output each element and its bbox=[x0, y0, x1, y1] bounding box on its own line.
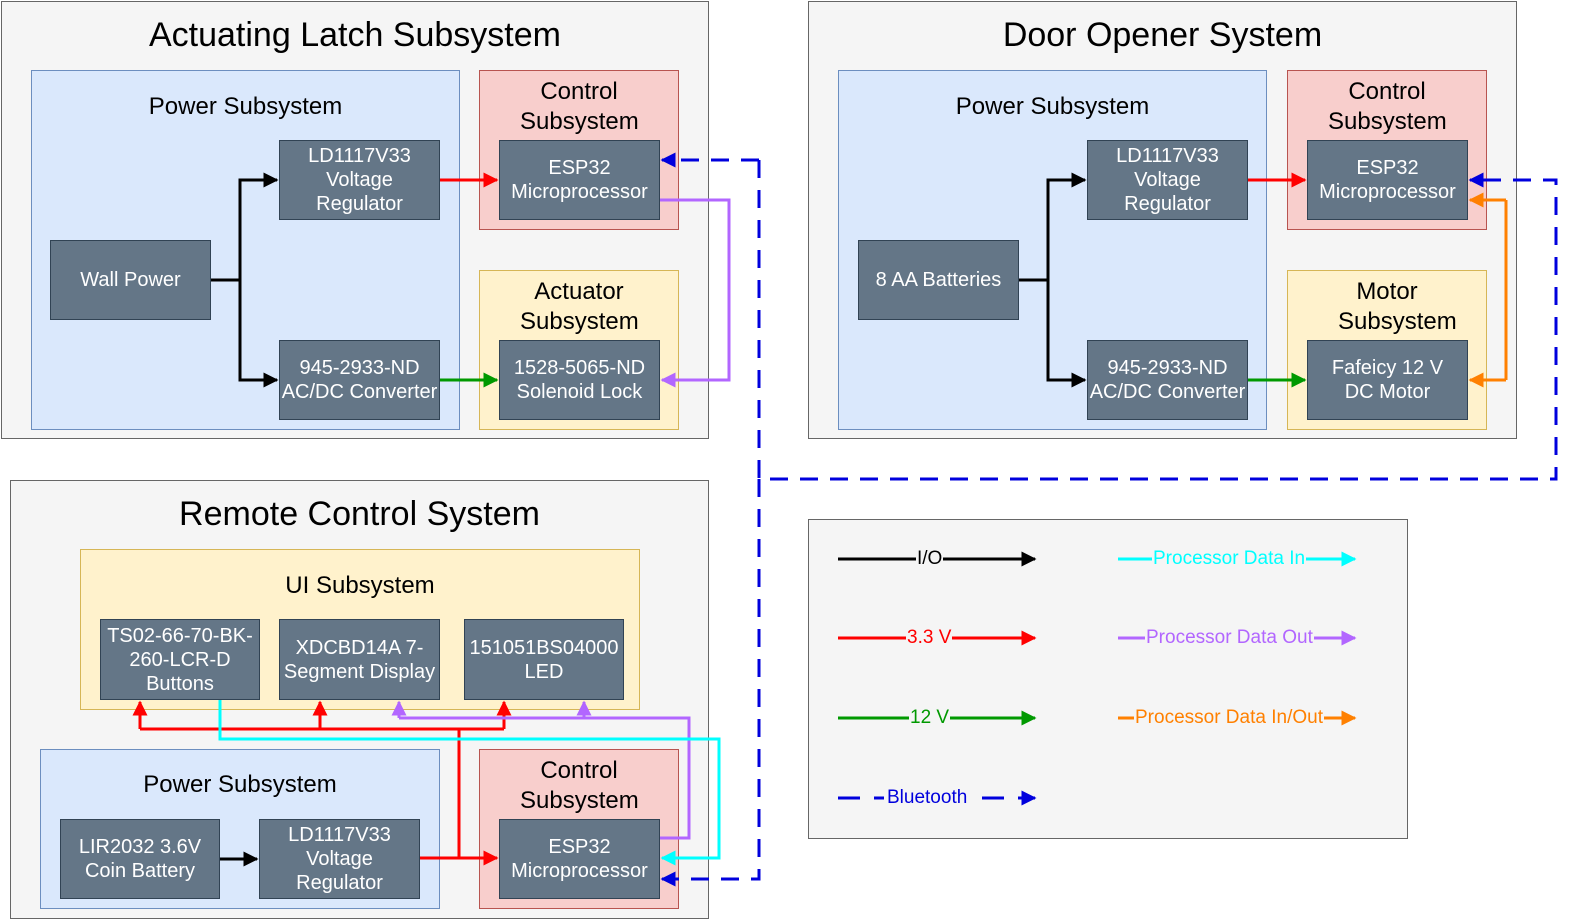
legend-data-in-label: Processor Data In bbox=[1152, 548, 1307, 570]
door-acdc-converter: 945-2933-ND AC/DC Converter bbox=[1087, 340, 1248, 420]
latch-acdc-converter: 945-2933-ND AC/DC Converter bbox=[279, 340, 440, 420]
remote-esp32: ESP32 Microprocessor bbox=[499, 819, 660, 899]
legend-data-inout-label: Processor Data In/Out bbox=[1134, 707, 1324, 729]
latch-wall-power: Wall Power bbox=[50, 240, 211, 320]
remote-ui-title: UI Subsystem bbox=[285, 572, 435, 599]
legend-bluetooth-label: Bluetooth bbox=[884, 787, 971, 809]
latch-control-title: Control Subsystem bbox=[520, 78, 639, 135]
door-control-title: Control Subsystem bbox=[1328, 78, 1447, 135]
legend-12v-label: 12 V bbox=[909, 707, 951, 729]
remote-led: 151051BS04000 LED bbox=[464, 619, 624, 700]
latch-actuator-title: Actuator Subsystem bbox=[520, 278, 639, 335]
latch-system-title: Actuating Latch Subsystem bbox=[148, 16, 561, 54]
remote-power-title: Power Subsystem bbox=[143, 771, 337, 798]
remote-coin-battery: LIR2032 3.6V Coin Battery bbox=[60, 819, 220, 899]
door-motor-title: Motor Subsystem bbox=[1338, 278, 1457, 335]
latch-solenoid-lock: 1528-5065-ND Solenoid Lock bbox=[499, 340, 660, 420]
remote-buttons: TS02-66-70-BK- 260-LCR-D Buttons bbox=[100, 619, 260, 700]
legend bbox=[808, 519, 1408, 839]
legend-3v3-label: 3.3 V bbox=[906, 627, 953, 649]
door-voltage-regulator: LD1117V33 Voltage Regulator bbox=[1087, 140, 1248, 220]
latch-esp32: ESP32 Microprocessor bbox=[499, 140, 660, 220]
remote-control-title: Control Subsystem bbox=[520, 757, 639, 814]
latch-power-title: Power Subsystem bbox=[148, 93, 343, 120]
legend-io-label: I/O bbox=[916, 548, 944, 570]
remote-7seg-display: XDCBD14A 7- Segment Display bbox=[279, 619, 440, 700]
latch-voltage-regulator: LD1117V33 Voltage Regulator bbox=[279, 140, 440, 220]
door-batteries: 8 AA Batteries bbox=[858, 240, 1019, 320]
door-system-title: Door Opener System bbox=[1002, 16, 1323, 54]
door-esp32: ESP32 Microprocessor bbox=[1307, 140, 1468, 220]
legend-data-out-label: Processor Data Out bbox=[1145, 627, 1314, 649]
remote-voltage-regulator: LD1117V33 Voltage Regulator bbox=[259, 819, 420, 899]
remote-system-title: Remote Control System bbox=[179, 495, 540, 533]
door-dc-motor: Fafeicy 12 V DC Motor bbox=[1307, 340, 1468, 420]
door-power-title: Power Subsystem bbox=[955, 93, 1150, 120]
